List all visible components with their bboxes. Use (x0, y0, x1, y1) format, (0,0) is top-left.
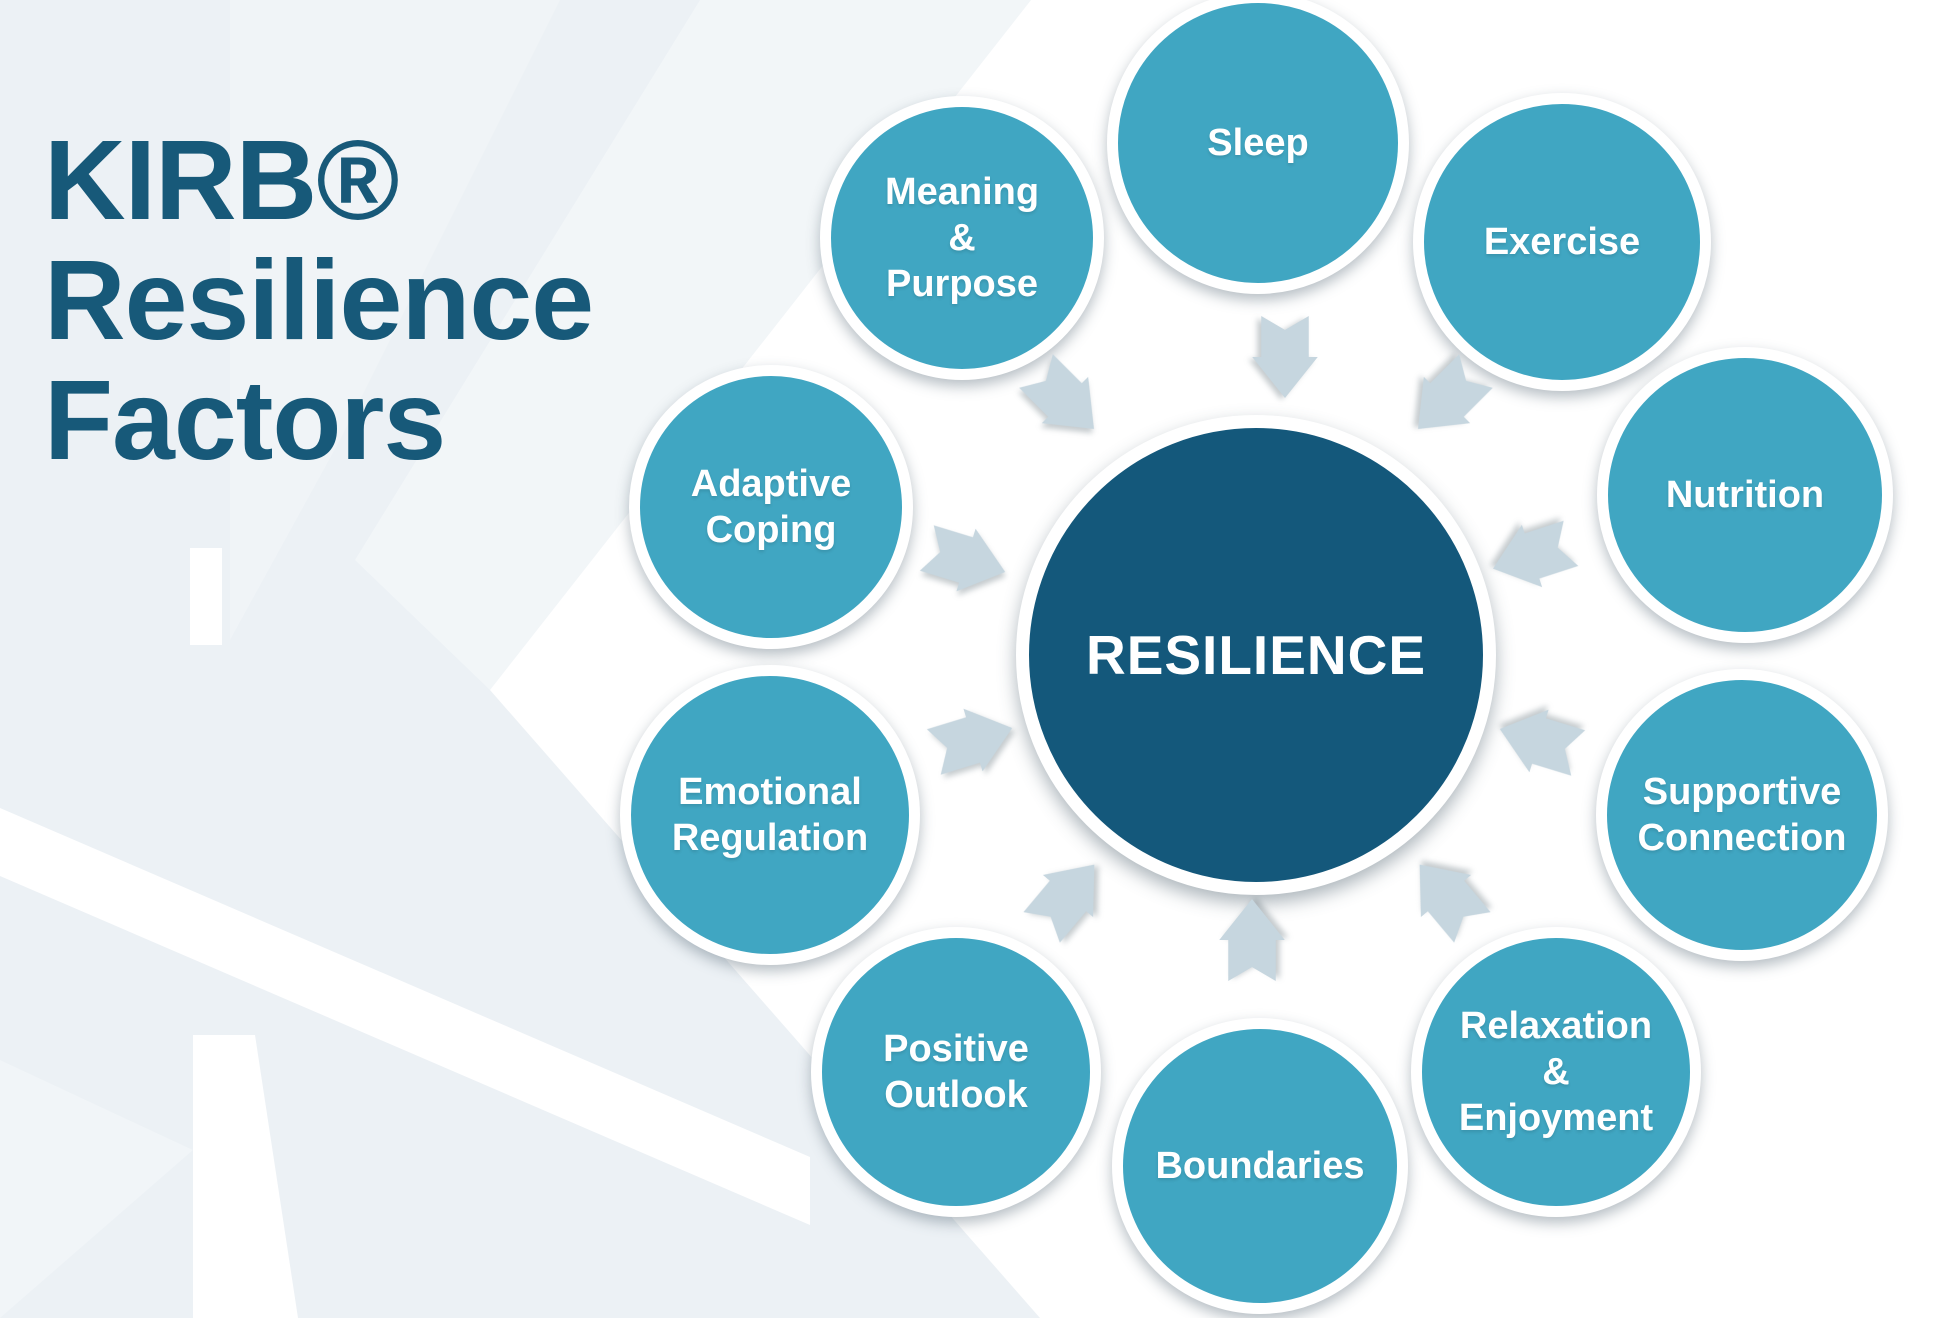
arrow-icon-exercise (1394, 347, 1500, 453)
arrow-icon-relaxation-enjoyment (1394, 843, 1499, 950)
arrow-icon-sleep (1251, 316, 1319, 398)
arrow-icon-adaptive-coping (917, 515, 1015, 604)
center-circle-resilience: RESILIENCE (1016, 415, 1496, 895)
factor-circle-nutrition: Nutrition (1597, 347, 1893, 643)
bg-facet-bottom-left (0, 1060, 193, 1318)
arrow-icon-positive-outlook (1016, 843, 1121, 950)
factor-label: Exercise (1483, 221, 1641, 263)
factor-circle-sleep: Sleep (1107, 0, 1409, 294)
factor-circle-emotional-regulation: Emotional Regulation (620, 665, 920, 965)
bg-facet-left (230, 0, 560, 640)
factor-circle-exercise: Exercise (1413, 93, 1711, 391)
factor-label: Relaxation & Enjoyment (1458, 1005, 1654, 1139)
bg-sliver-upper (190, 548, 222, 645)
center-label: RESILIENCE (1085, 624, 1427, 686)
factor-circle-supportive-connection: Supportive Connection (1596, 669, 1888, 961)
factor-circle-adaptive-coping: Adaptive Coping (629, 365, 913, 649)
arrow-icon-boundaries (1218, 899, 1286, 981)
factor-label: Adaptive Coping (690, 463, 852, 551)
factor-label: Positive Outlook (883, 1028, 1029, 1116)
factor-label: Boundaries (1155, 1145, 1365, 1187)
bg-diagonal-band (0, 808, 810, 1225)
factor-circle-meaning-purpose: Meaning & Purpose (820, 96, 1104, 380)
factor-label: Nutrition (1665, 474, 1825, 516)
factor-circle-positive-outlook: Positive Outlook (811, 927, 1101, 1217)
arrow-icon-emotional-regulation (924, 695, 1022, 784)
arrow-icon-supportive-connection (1490, 696, 1588, 785)
factor-circle-boundaries: Boundaries (1112, 1018, 1408, 1314)
factor-label: Supportive Connection (1637, 771, 1847, 859)
factor-label: Meaning & Purpose (884, 171, 1040, 305)
factor-circle-relaxation-enjoyment: Relaxation & Enjoyment (1411, 927, 1701, 1217)
page-title: KIRB® Resilience Factors (44, 117, 594, 483)
bg-sliver-lower (193, 1035, 298, 1318)
factor-label: Sleep (1207, 122, 1309, 164)
arrow-icon-nutrition (1483, 511, 1582, 601)
factor-label: Emotional Regulation (671, 771, 869, 859)
arrow-icon-meaning-purpose (1012, 347, 1118, 453)
